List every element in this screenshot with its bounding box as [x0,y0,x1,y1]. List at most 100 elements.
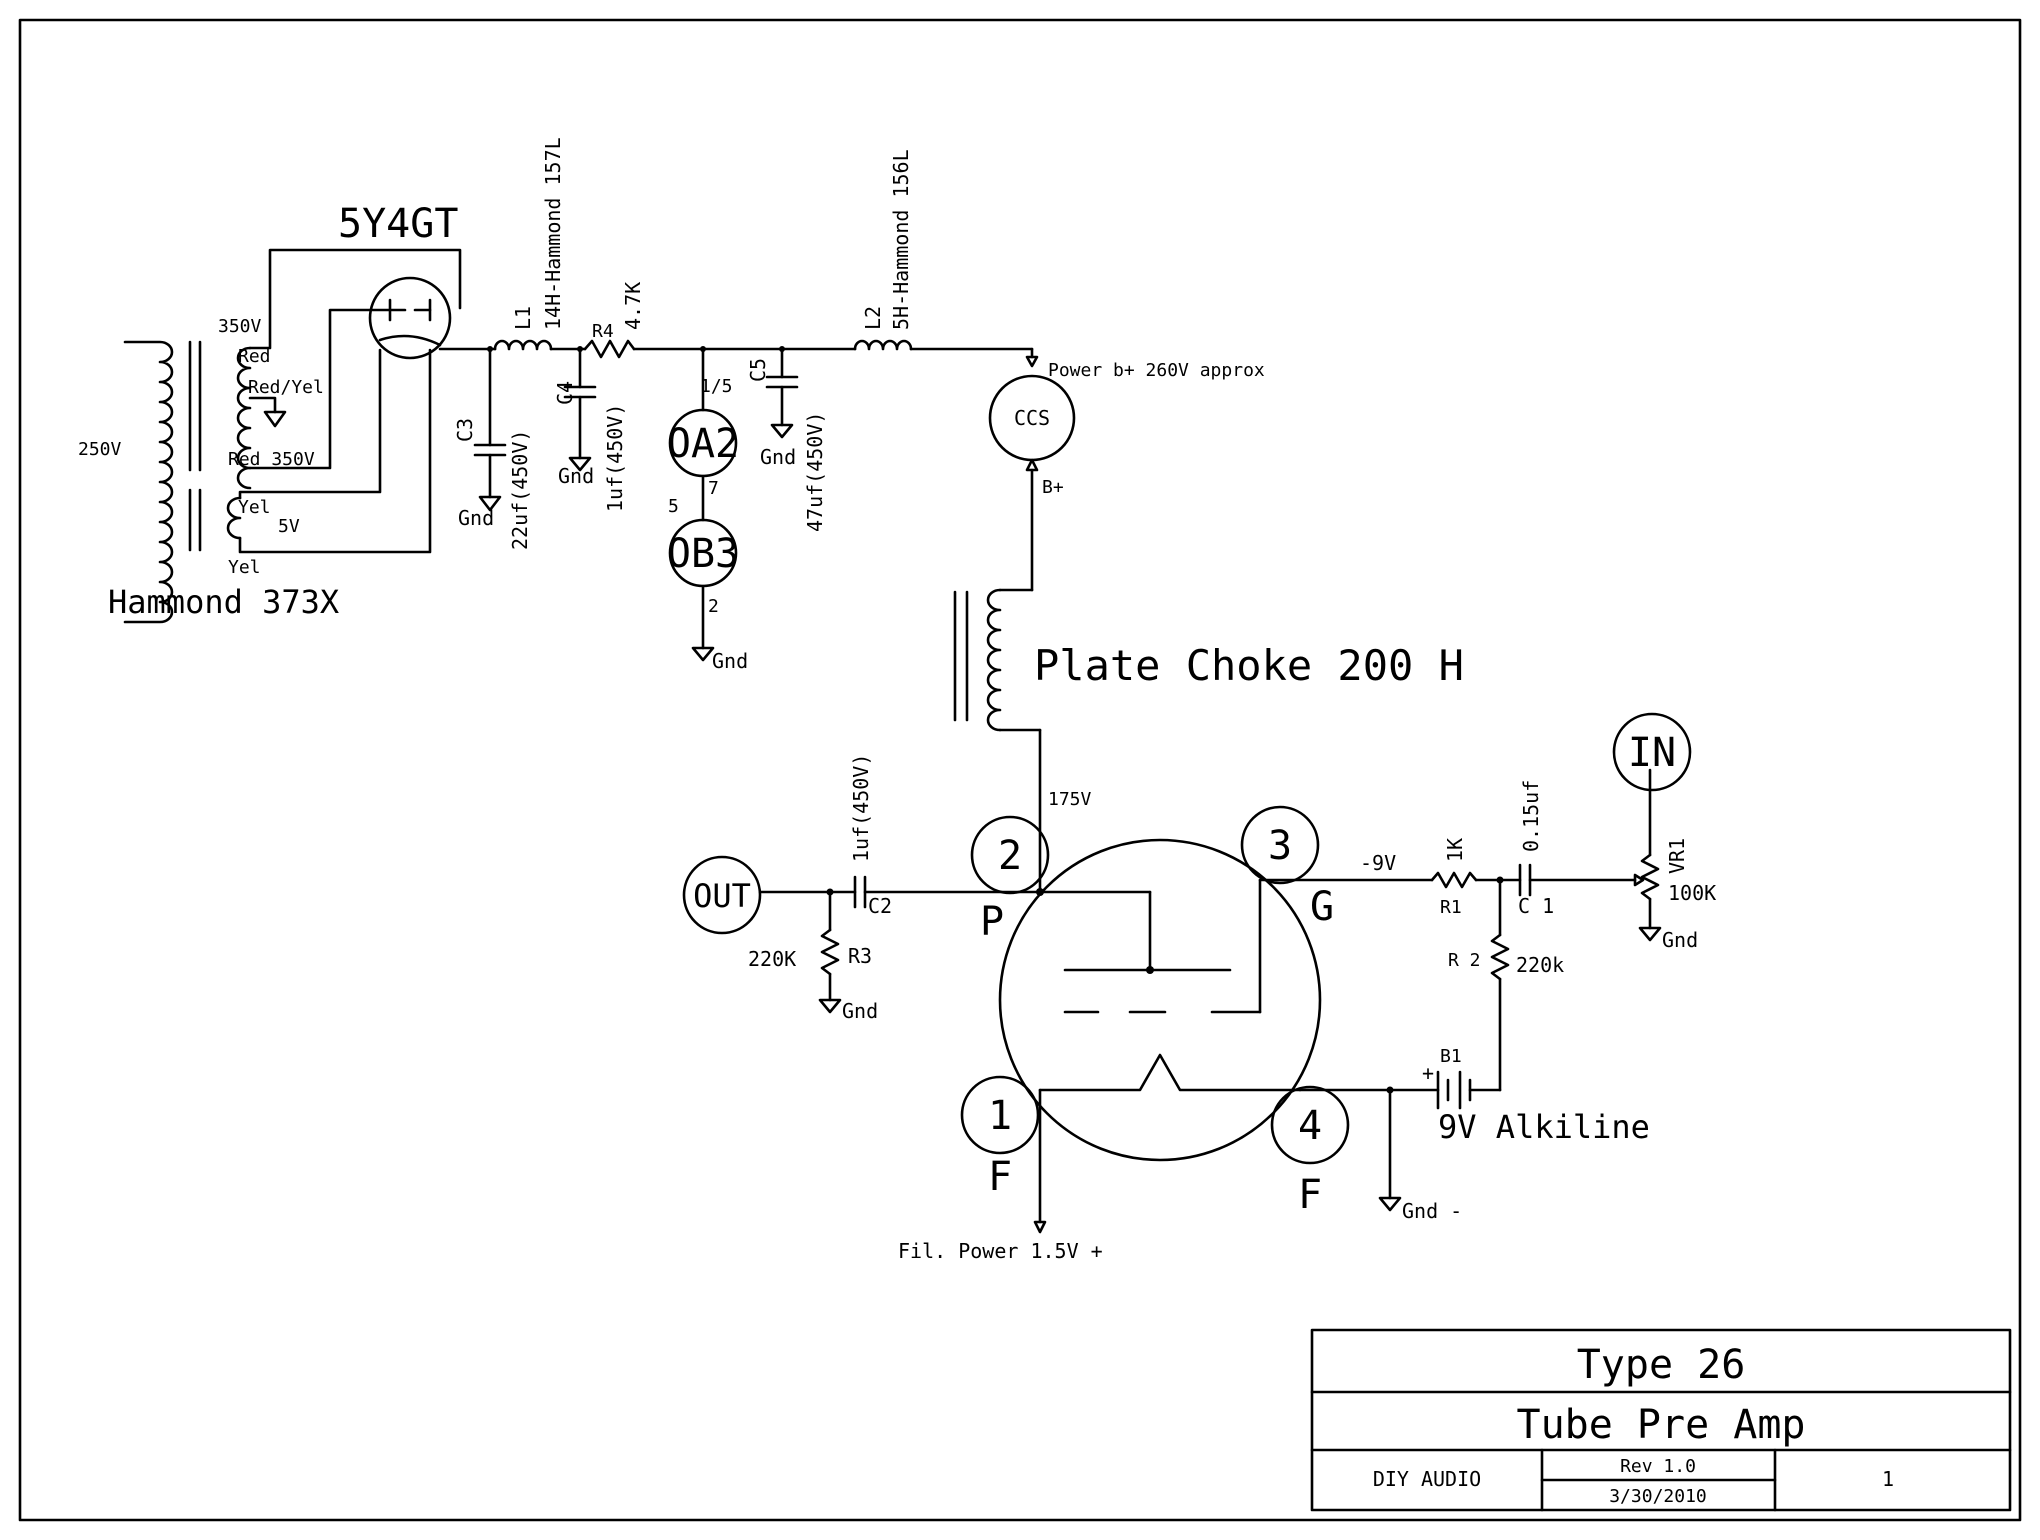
c1-value: 0.15uf [1519,780,1543,852]
r1-value: 1K [1443,838,1467,862]
fil-power-label: Fil. Power 1.5V + [898,1239,1103,1263]
r4-ref: R4 [592,321,614,342]
capacitor-c4: Gnd C4 1uf(450V) [553,347,627,512]
title-company: DIY AUDIO [1373,1467,1481,1491]
resistor-r3 [820,928,840,976]
c3-value: 22uf(450V) [508,430,532,550]
tube-pin3-label: 3 [1268,823,1292,869]
r4-value: 4.7K [621,282,645,330]
vr1-gnd-label: Gnd [1662,928,1698,952]
inductor-l2 [853,339,913,351]
c4-value: 1uf(450V) [603,404,627,512]
pin-5-label: 5 [668,496,679,517]
title-rev: Rev 1.0 [1620,1456,1696,1477]
sheet-border [18,18,2022,1522]
rectifier-tube: 5Y4GT [338,201,458,360]
in-connector [1612,712,1692,792]
tube-g-label: G [1310,884,1334,930]
vr1-ref: VR1 [1665,838,1689,874]
tube-pin1-label: 1 [988,1093,1012,1139]
oa2-label: OA2 [667,421,739,467]
r3-gnd-label: Gnd [842,999,878,1023]
5v-label: 5V [278,516,300,537]
pin-7-label: 7 [708,478,719,499]
power-transformer: 250V 350V Red Red/Yel Red 350V Yel 5V Ye… [78,248,462,624]
plate-choke: Plate Choke 200 H 175V [953,588,1464,894]
red-350v-label: Red 350V [228,449,315,470]
tube-pin2-label: 2 [998,833,1022,879]
c3-gnd-label: Gnd [458,506,494,530]
pin-15-label: 1/5 [700,376,733,397]
ccs-block: CCS B+ [988,374,1076,592]
tube-f2-label: F [1298,1172,1322,1218]
primary-coil [123,340,174,624]
pin-4-circle [1270,1085,1350,1165]
title-subtitle: Tube Pre Amp [1517,1402,1806,1448]
potentiometer-vr1 [1640,853,1660,901]
capacitor-c5: Gnd C5 47uf(450V) [746,347,827,532]
resistor-r1 [1430,871,1478,889]
l1-value: 14H-Hammond 157L [541,137,565,330]
bplus-label: B+ [1042,477,1064,498]
out-connector [682,855,762,935]
c4-gnd-label: Gnd [558,464,594,488]
l2-ref: L2 [861,306,885,330]
yel-bottom-label: Yel [228,557,261,578]
tube-envelope [998,838,1322,1162]
c4-ref: C4 [553,381,577,405]
ccs-label: CCS [1014,406,1050,430]
choke-label: Plate Choke 200 H [1034,641,1464,690]
rectifier-label: 5Y4GT [338,201,458,247]
triode-tube: 2 3 1 4 P G F F Fil. Power 1.5V + [898,805,1350,1263]
yel-label: Yel [238,497,271,518]
gnd-minus-label: Gnd - [1402,1199,1462,1223]
primary-voltage-label: 250V [78,439,122,460]
pin-3-circle [1240,805,1320,885]
title-block: Type 26 Tube Pre Amp DIY AUDIO Rev 1.0 3… [1310,1328,2012,1512]
pin-2-label: 2 [708,596,719,617]
c1-ref: C 1 [1518,894,1554,918]
capacitor-c3: Gnd C3 22uf(450V) [453,347,532,550]
red-label: Red [238,346,271,367]
title-type26: Type 26 [1577,1342,1746,1388]
hv-secondary-coil [236,346,252,490]
filament-secondary-coil [226,496,242,540]
plate-voltage-label: 175V [1048,789,1092,810]
r3-value: 220K [748,947,796,971]
c5-gnd-label: Gnd [760,445,796,469]
out-label: OUT [693,877,751,915]
resistor-r2 [1490,933,1510,981]
in-label: IN [1628,730,1676,776]
pin-1-circle [960,1075,1040,1155]
l1-ref: L1 [511,306,535,330]
regulator-stack: OA2 OB3 Gnd 1/5 7 5 2 [667,347,748,673]
r2-value: 220k [1516,953,1564,977]
vr1-value: 100K [1668,881,1716,905]
b1-ref: B1 [1440,1046,1462,1067]
c5-ref: C5 [746,358,770,382]
r3-ref: R3 [848,944,872,968]
grid-voltage-label: -9V [1360,851,1396,875]
sec-350v-label: 350V [218,316,262,337]
tube-pin4-label: 4 [1298,1103,1322,1149]
c3-ref: C3 [453,418,477,442]
r2-ref: R 2 [1448,950,1481,971]
title-sheet: 1 [1882,1467,1894,1491]
ob3-label: OB3 [667,531,739,577]
resistor-r4 [583,339,636,359]
c2-value: 1uf(450V) [849,754,873,862]
output-network: OUT Gnd 1uf(450V) C2 220K R3 [682,754,1042,1023]
battery-label: 9V Alkiline [1438,1108,1650,1146]
input-network: -9V 1K R1 0.15uf C 1 R 2 220k + B1 9V Al… [1258,712,1716,1223]
battery-plus: + [1422,1061,1434,1085]
l2-value: 5H-Hammond 156L [889,149,913,330]
bplus-rail: Power b+ 260V approx L1 14H-Hammond 157L… [438,137,1265,381]
red-yel-label: Red/Yel [248,377,324,398]
title-date: 3/30/2010 [1609,1486,1707,1507]
inductor-l1 [493,339,553,351]
power-note-label: Power b+ 260V approx [1048,360,1265,381]
reg-gnd-label: Gnd [712,649,748,673]
c5-value: 47uf(450V) [803,412,827,532]
tube-p-label: P [980,899,1004,945]
